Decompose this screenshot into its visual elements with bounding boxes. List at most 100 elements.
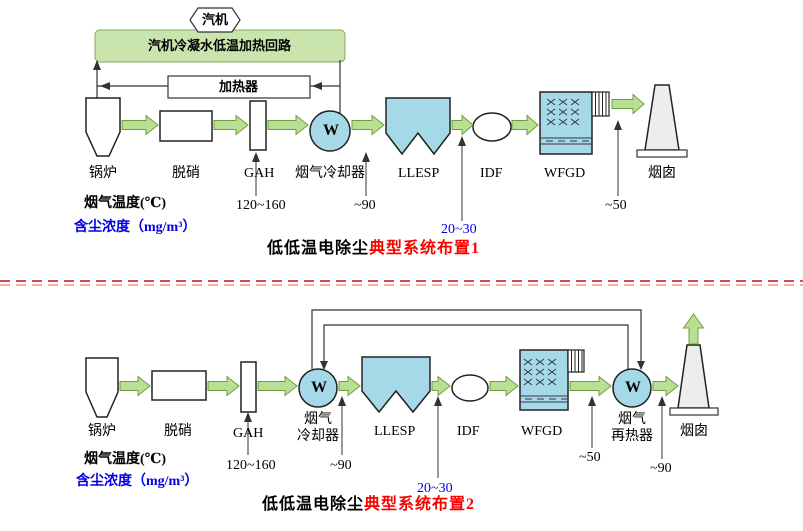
value-after-wfgd-2: ~50 <box>579 450 601 465</box>
cooler-label-1: 烟气冷却器 <box>295 166 365 181</box>
value-after-gah-2: 120~160 <box>226 458 276 473</box>
measure-arrow-icon <box>588 396 596 406</box>
cooler-label-line2-2: 冷却器 <box>297 429 339 444</box>
temp-label-2: 烟气温度(℃) <box>84 452 167 467</box>
diagram2-title: 低低温电除尘典型系统布置2 <box>262 496 475 514</box>
loop-arrow-into-heater-icon <box>312 82 322 90</box>
denox-box-1 <box>159 110 213 142</box>
gah-box-2 <box>240 361 257 413</box>
wfgd-tower-2 <box>519 349 569 411</box>
wfgd-demister-stripes-2 <box>571 350 583 372</box>
stack-shape-2 <box>677 344 710 409</box>
flow-arrow-icon <box>213 114 249 136</box>
wfgd-demister-stripes-1 <box>595 92 607 116</box>
dust-label-2: 含尘浓度（mg/m³） <box>76 474 199 489</box>
measure-arrow-icon <box>362 152 370 162</box>
denox-label-1: 脱硝 <box>172 166 200 181</box>
flow-arrow-icon <box>267 114 309 136</box>
denox-box-2 <box>151 370 207 401</box>
idf-fan-1 <box>472 112 512 142</box>
diagram2-title-prefix: 低低温电除尘 <box>262 496 365 513</box>
flow-arrow-icon <box>569 375 612 397</box>
measure-lines-2 <box>247 398 663 478</box>
flow-arrow-icon <box>611 93 645 115</box>
reheater-circle-2 <box>612 368 652 408</box>
boiler-shape-1 <box>85 97 121 157</box>
stack-outlet-arrow-icon <box>682 313 705 345</box>
turbine-hexagon <box>189 7 241 33</box>
measure-lines-1 <box>255 122 619 221</box>
wfgd-liquid-lines-2 <box>520 395 568 403</box>
gah-label-1: GAH <box>244 166 275 181</box>
wfgd-spray-marks-1 <box>546 98 580 126</box>
idf-label-1: IDF <box>480 166 503 181</box>
flow-arrow-icon <box>351 114 385 136</box>
reheat-loop-inner-pipe <box>323 324 629 369</box>
flow-arrow-icon <box>489 375 519 397</box>
stack-shape-1 <box>644 84 680 151</box>
reheater-label-line1-2: 烟气 <box>618 412 646 427</box>
llesp-shape-2 <box>361 356 431 414</box>
measure-arrow-icon <box>658 396 666 406</box>
wfgd-demister-1 <box>591 91 610 117</box>
boiler-label-1: 锅炉 <box>89 166 117 181</box>
value-dust-1: 20~30 <box>441 222 477 237</box>
value-after-reheater-2: ~90 <box>650 461 672 476</box>
wfgd-liquid-lines-1 <box>540 137 592 145</box>
measure-arrow-icon <box>614 120 622 130</box>
cooler-symbol-2: W <box>311 379 327 396</box>
reheater-symbol-2: W <box>625 379 641 396</box>
value-after-gah-1: 120~160 <box>236 198 286 213</box>
gah-box-1 <box>249 100 267 151</box>
heater-box <box>167 75 311 99</box>
diagram1-title-highlight: 典型系统布置1 <box>369 240 481 257</box>
value-dust-2: 20~30 <box>417 481 453 496</box>
stack-base-2 <box>669 407 719 416</box>
diagram1-title: 低低温电除尘典型系统布置1 <box>267 240 480 258</box>
turbine-label: 汽机 <box>202 12 229 27</box>
reheat-loop-outer-pipe <box>311 309 642 369</box>
flow-arrow-icon <box>451 114 474 136</box>
wfgd-label-1: WFGD <box>544 166 586 181</box>
measure-arrow-icon <box>338 396 346 406</box>
flow-arrow-icon <box>121 114 159 136</box>
loop-arrow-down-icon <box>637 361 645 370</box>
cooler-circle-2 <box>298 368 338 408</box>
idf-fan-2 <box>451 374 489 402</box>
flow-arrow-icon <box>119 375 151 397</box>
denox-label-2: 脱硝 <box>164 424 192 439</box>
condensate-loop-pipes <box>96 60 341 114</box>
flow-arrow-icon <box>207 375 240 397</box>
stack-label-1: 烟囱 <box>648 166 676 181</box>
flow-arrow-icon <box>652 375 679 397</box>
value-after-cooler-1: ~90 <box>354 198 376 213</box>
condensate-loop-label: 汽机冷凝水低温加热回路 <box>148 38 292 53</box>
stack-base-1 <box>636 149 688 158</box>
flow-arrow-icon <box>511 114 539 136</box>
boiler-label-2: 锅炉 <box>88 424 116 439</box>
measure-arrow-icon <box>458 136 466 146</box>
loop-arrow-down-icon <box>320 361 328 370</box>
stack-label-2: 烟囱 <box>680 424 708 439</box>
measure-arrow-icon <box>244 412 252 422</box>
cooler-label-line1-2: 烟气 <box>304 412 332 427</box>
heater-label: 加热器 <box>219 79 259 94</box>
llesp-label-1: LLESP <box>398 166 440 181</box>
boiler-shape-2 <box>85 357 119 418</box>
flow-arrow-icon <box>257 375 298 397</box>
llesp-label-2: LLESP <box>374 424 416 439</box>
loop-arrow-up-icon <box>93 60 101 70</box>
diagram2-title-highlight: 典型系统布置2 <box>364 496 476 513</box>
wfgd-tower-1 <box>539 91 593 155</box>
wfgd-spray-marks-2 <box>523 358 557 386</box>
gah-label-2: GAH <box>233 426 264 441</box>
wfgd-label-2: WFGD <box>521 424 563 439</box>
cooler-circle-1 <box>309 110 351 152</box>
idf-label-2: IDF <box>457 424 480 439</box>
value-after-wfgd-1: ~50 <box>605 198 627 213</box>
llesp-shape-1 <box>385 97 451 156</box>
flow-arrow-icon <box>431 375 451 397</box>
diagram1-title-prefix: 低低温电除尘 <box>267 240 370 257</box>
